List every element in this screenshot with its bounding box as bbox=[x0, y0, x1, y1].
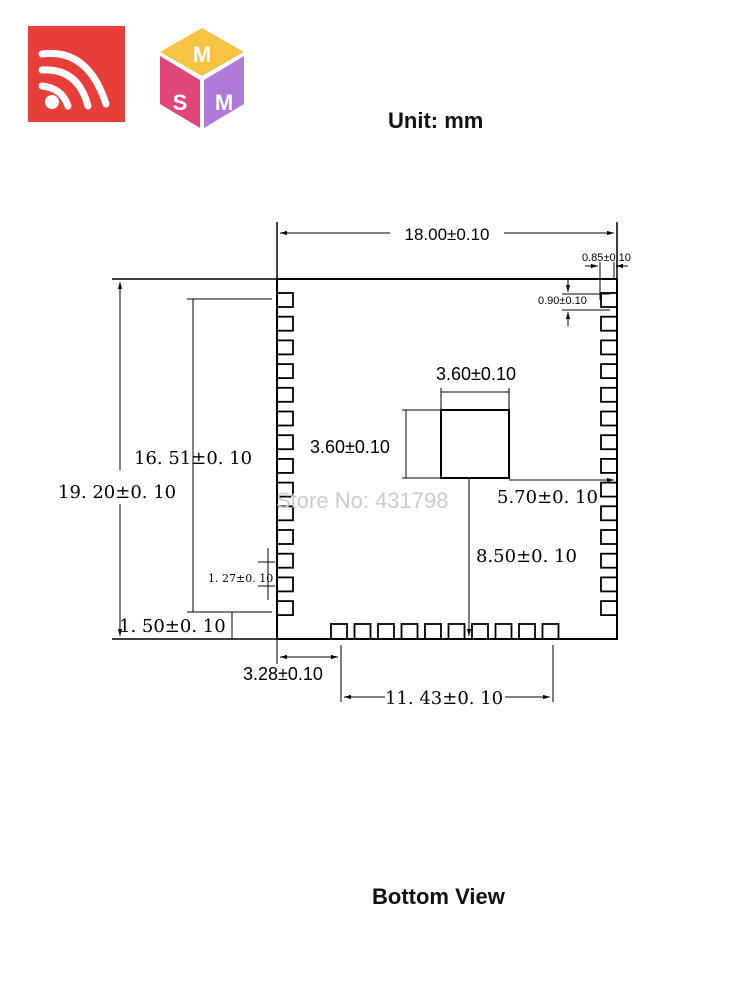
bottom-pad-row bbox=[330, 623, 560, 640]
left-pad bbox=[276, 315, 294, 332]
msm-letter-top: M bbox=[193, 42, 211, 67]
left-pad bbox=[276, 386, 294, 403]
right-pad-column bbox=[600, 292, 618, 616]
dim-pad-width: 3.60±0.10 bbox=[436, 364, 516, 384]
left-pad bbox=[276, 363, 294, 380]
unit-label: Unit: mm bbox=[388, 108, 484, 133]
left-pad-column bbox=[276, 292, 294, 616]
center-pad bbox=[440, 409, 510, 479]
dim-left-offset: 3.28±0.10 bbox=[243, 664, 323, 684]
bottom-pad bbox=[330, 623, 348, 640]
espressif-logo bbox=[28, 26, 125, 122]
right-pad bbox=[600, 434, 618, 451]
bottom-pad bbox=[400, 623, 419, 640]
left-pad bbox=[276, 292, 294, 308]
espressif-icon bbox=[28, 26, 125, 122]
right-pad bbox=[600, 529, 618, 545]
dim-pin-pitch: 1. 27±0. 10 bbox=[208, 572, 273, 585]
bottom-pad bbox=[353, 623, 372, 640]
right-pad bbox=[600, 363, 618, 380]
dim-height: 19. 20±0. 10 bbox=[58, 482, 176, 503]
left-pad bbox=[276, 552, 294, 569]
bottom-pad bbox=[541, 623, 560, 640]
dim-pad-offset-x: 5.70±0. 10 bbox=[497, 487, 598, 508]
right-pad bbox=[600, 481, 618, 498]
bottom-pad bbox=[424, 623, 442, 640]
left-pad bbox=[276, 481, 294, 498]
right-pad bbox=[600, 410, 618, 427]
msm-cube-icon: M S M bbox=[160, 28, 244, 128]
dim-pad-offset-y: 8.50±0. 10 bbox=[476, 546, 577, 567]
dim-pad-height: 3.60±0.10 bbox=[310, 437, 390, 457]
right-pad bbox=[600, 292, 618, 308]
bottom-pad bbox=[471, 623, 489, 640]
dim-pad-pitch-right: 0.90±0.10 bbox=[538, 295, 587, 307]
left-pad bbox=[276, 600, 294, 616]
right-pad bbox=[600, 339, 618, 356]
right-pad bbox=[600, 600, 618, 616]
left-pad bbox=[276, 576, 294, 593]
right-pad bbox=[600, 386, 618, 403]
msm-logo: M S M bbox=[152, 26, 252, 132]
bottom-pad bbox=[377, 623, 395, 640]
left-pad bbox=[276, 434, 294, 451]
bottom-pad bbox=[447, 623, 466, 640]
bottom-view-label: Bottom View bbox=[372, 884, 505, 909]
dim-width: 18.00±0.10 bbox=[405, 225, 490, 244]
left-pad bbox=[276, 457, 294, 474]
dim-right-margin: 0.85±0.10 bbox=[582, 252, 631, 264]
right-pad bbox=[600, 576, 618, 593]
bottom-pad bbox=[494, 623, 513, 640]
left-pad bbox=[276, 410, 294, 427]
msm-letter-left: S bbox=[173, 90, 188, 115]
bottom-pad bbox=[518, 623, 536, 640]
dim-bottom-offset: 1. 50±0. 10 bbox=[119, 616, 226, 637]
left-pad bbox=[276, 339, 294, 356]
dim-pin-span: 16. 51±0. 10 bbox=[134, 448, 252, 469]
right-pad bbox=[600, 315, 618, 332]
left-pad bbox=[276, 505, 294, 522]
module-outline bbox=[276, 278, 618, 640]
right-pad bbox=[600, 457, 618, 474]
dim-bottom-pin-span: 11. 43±0. 10 bbox=[385, 688, 503, 709]
store-watermark: Store No: 431798 bbox=[276, 488, 448, 513]
right-pad bbox=[600, 552, 618, 569]
msm-letter-right: M bbox=[215, 90, 233, 115]
left-pad bbox=[276, 529, 294, 545]
right-pad bbox=[600, 505, 618, 522]
